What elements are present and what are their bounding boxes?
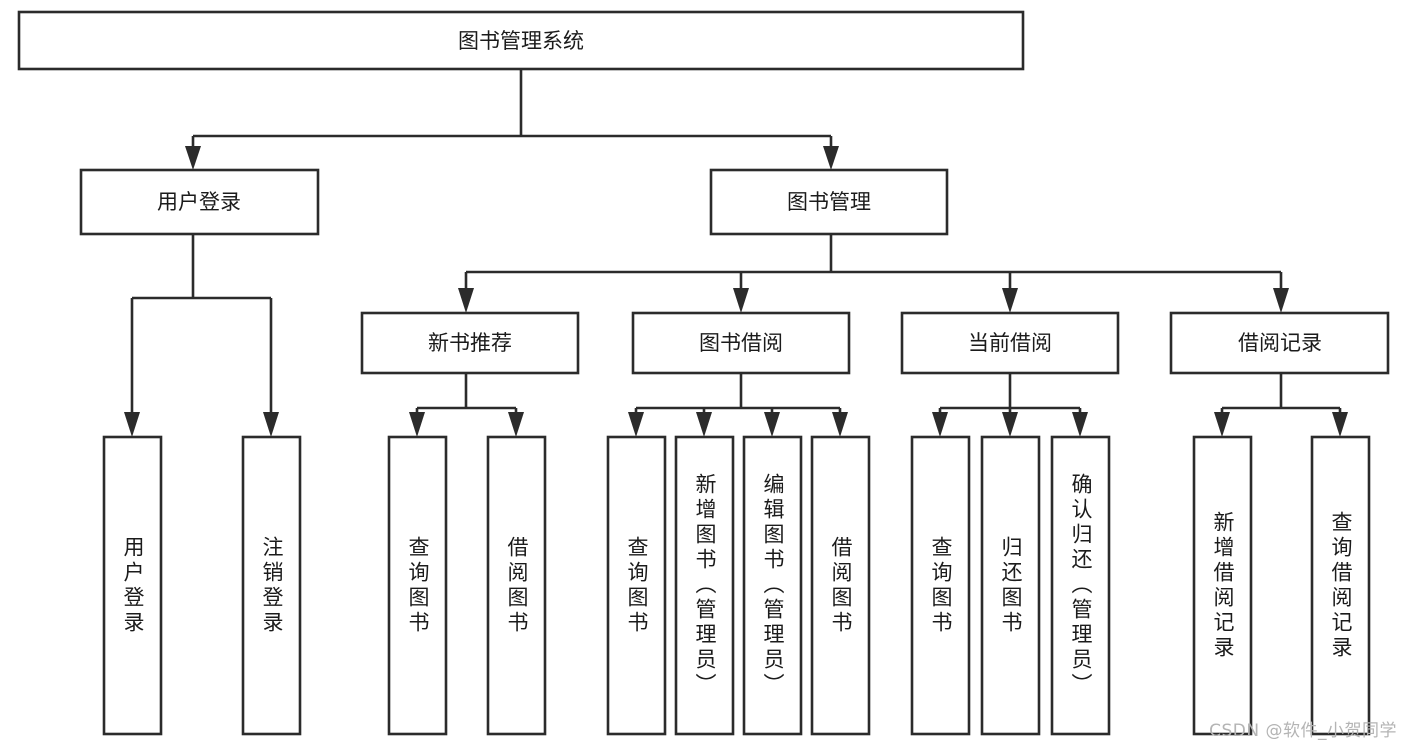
arrowhead-user-login — [185, 146, 201, 170]
arrowhead-new-book-rec — [458, 288, 474, 313]
leaf-add-record-box[interactable] — [1192, 435, 1253, 736]
arrowhead-book-borrow — [733, 288, 749, 313]
leaf-boxes — [102, 435, 1371, 736]
leaf-return-book-box[interactable] — [980, 435, 1041, 736]
node-new-book-rec-box[interactable] — [360, 311, 580, 375]
node-new-book-rec[interactable]: 新书推荐 — [360, 311, 580, 375]
edges-borrow-record-to-leaves — [1214, 373, 1348, 437]
node-root[interactable]: 图书管理系统 — [17, 10, 1025, 71]
arrowhead-book-manage — [823, 146, 839, 170]
arrowhead-leaf-logout — [263, 412, 279, 437]
arrowhead-leaf-add-record — [1214, 412, 1230, 437]
node-borrow-record[interactable]: 借阅记录 — [1169, 311, 1390, 375]
leaf-borrow-book-2-box[interactable] — [810, 435, 871, 736]
arrowhead-leaf-add-book — [696, 412, 712, 437]
node-user-login[interactable]: 用户登录 — [79, 168, 320, 236]
leaf-edit-book-box[interactable] — [742, 435, 803, 736]
node-book-borrow-box[interactable] — [631, 311, 851, 375]
arrowhead-leaf-query-book-2 — [628, 412, 644, 437]
node-borrow-record-box[interactable] — [1169, 311, 1390, 375]
arrowhead-current-borrow — [1002, 288, 1018, 313]
edges-book-manage-to-level2 — [458, 234, 1289, 313]
leaf-user-login-box[interactable] — [102, 435, 163, 736]
arrowhead-leaf-query-book-1 — [409, 412, 425, 437]
node-user-login-label: 用户登录 — [157, 190, 241, 214]
leaf-logout-box[interactable] — [241, 435, 302, 736]
arrowhead-leaf-return-book — [1002, 412, 1018, 437]
arrowhead-leaf-edit-book — [764, 412, 780, 437]
edges-new-book-rec-to-leaves — [409, 373, 524, 437]
node-borrow-record-label: 借阅记录 — [1238, 331, 1322, 355]
node-current-borrow[interactable]: 当前借阅 — [900, 311, 1120, 375]
arrowhead-leaf-borrow-book-2 — [832, 412, 848, 437]
arrowhead-leaf-query-record — [1332, 412, 1348, 437]
arrowhead-leaf-confirm-return — [1072, 412, 1088, 437]
node-new-book-rec-label: 新书推荐 — [428, 331, 512, 355]
edges-root-to-level1 — [185, 69, 839, 170]
arrowhead-leaf-query-book-3 — [932, 412, 948, 437]
node-book-manage-box[interactable] — [709, 168, 949, 236]
node-book-manage[interactable]: 图书管理 — [709, 168, 949, 236]
leaf-query-book-2-box[interactable] — [606, 435, 667, 736]
leaf-add-book-box[interactable] — [674, 435, 735, 736]
node-user-login-box[interactable] — [79, 168, 320, 236]
arrowhead-borrow-record — [1273, 288, 1289, 313]
csdn-watermark: CSDN @软件_小贺同学 — [1209, 721, 1397, 741]
arrowhead-leaf-user-login — [124, 412, 140, 437]
leaf-query-book-3-box[interactable] — [910, 435, 971, 736]
edges-current-borrow-to-leaves — [932, 373, 1088, 437]
node-current-borrow-box[interactable] — [900, 311, 1120, 375]
node-current-borrow-label: 当前借阅 — [968, 331, 1052, 355]
leaf-borrow-book-1-box[interactable] — [486, 435, 547, 736]
edges-book-borrow-to-leaves — [628, 373, 848, 437]
node-root-label: 图书管理系统 — [458, 29, 584, 53]
leaf-query-book-1-box[interactable] — [387, 435, 448, 736]
edges-user-login-to-leaves — [124, 234, 279, 437]
node-root-box[interactable] — [17, 10, 1025, 71]
node-book-borrow[interactable]: 图书借阅 — [631, 311, 851, 375]
arrowhead-leaf-borrow-book-1 — [508, 412, 524, 437]
node-book-manage-label: 图书管理 — [787, 190, 871, 214]
leaf-confirm-return-box[interactable] — [1050, 435, 1111, 736]
leaf-query-record-box[interactable] — [1310, 435, 1371, 736]
node-book-borrow-label: 图书借阅 — [699, 331, 783, 355]
